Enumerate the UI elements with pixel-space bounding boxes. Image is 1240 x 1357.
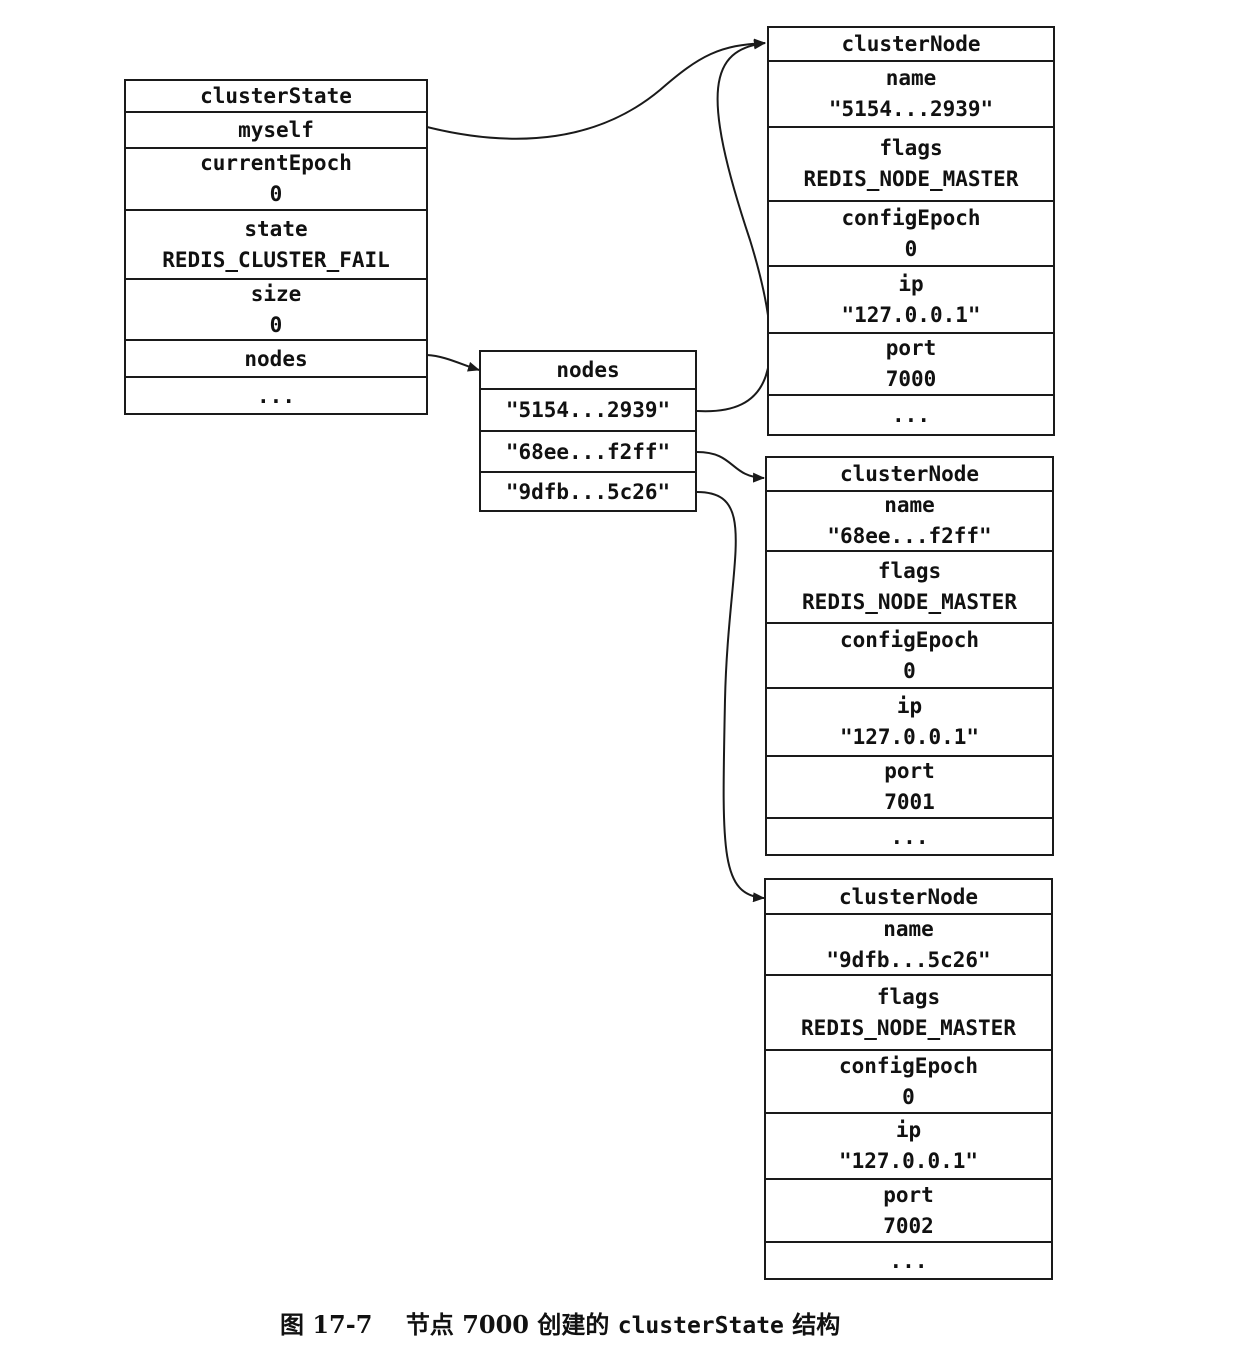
node-config-epoch-cell: configEpoch 0 (766, 1051, 1051, 1114)
node-name-label: name (885, 66, 937, 90)
myself-cell: myself (126, 113, 426, 149)
nodes-pointer-arrow (426, 354, 480, 372)
cluster-node-7000: clusterNode name "5154...2939" flags RED… (767, 26, 1055, 436)
node-flags-label: flags (879, 136, 943, 160)
node-ip-label: ip (895, 1118, 922, 1142)
node-ip-label: ip (896, 694, 923, 718)
node-ip-cell: ip "127.0.0.1" (769, 267, 1053, 334)
state-label: state (244, 216, 308, 241)
cluster-node-title-cell: clusterNode (766, 880, 1051, 915)
state-cell: state REDIS_CLUSTER_FAIL (126, 211, 426, 280)
current-epoch-label: currentEpoch (200, 151, 352, 175)
myself-pointer-arrow (426, 38, 766, 140)
node-flags-cell: flags REDIS_NODE_MASTER (769, 128, 1053, 202)
node-ellipsis-cell: ... (766, 1243, 1051, 1278)
node-flags-value: REDIS_NODE_MASTER (801, 1015, 1016, 1040)
node-port-cell: port 7001 (767, 757, 1052, 819)
nodes-dict-title: nodes (556, 358, 620, 382)
node-config-epoch-value: 0 (904, 236, 918, 261)
cluster-node-title-cell: clusterNode (769, 28, 1053, 62)
nodes-field: nodes (244, 346, 308, 371)
node-port-label: port (884, 759, 935, 783)
node-68ee-pointer-arrow (696, 451, 765, 483)
node-flags-value: REDIS_NODE_MASTER (803, 167, 1019, 191)
node-ip-value: "127.0.0.1" (839, 725, 980, 749)
node-port-value: 7000 (885, 367, 937, 391)
node-5154-pointer-arrow (696, 39, 772, 413)
node-ip-cell: ip "127.0.0.1" (766, 1114, 1051, 1180)
node-config-epoch-cell: configEpoch 0 (769, 202, 1053, 267)
size-cell: size 0 (126, 280, 426, 341)
node-name-value: "9dfb...5c26" (826, 947, 991, 972)
node-config-epoch-value: 0 (903, 658, 916, 683)
nodes-dict-title-cell: nodes (481, 352, 695, 390)
nodes-dict-key: "9dfb...5c26" (505, 479, 671, 504)
node-config-epoch-value: 0 (902, 1084, 915, 1109)
node-ip-value: "127.0.0.1" (838, 1149, 979, 1173)
figure-caption: 图 17-7 节点 7000 创建的 clusterState 结构 (280, 1305, 840, 1340)
node-port-value: 7001 (884, 790, 935, 814)
caption-text-before: 节点 7000 创建的 (405, 1310, 610, 1339)
node-name-label: name (884, 493, 935, 517)
current-epoch-value: 0 (269, 182, 283, 206)
cluster-node-7001: clusterNode name "68ee...f2ff" flags RED… (765, 456, 1054, 856)
node-ellipsis: ... (892, 403, 930, 427)
cluster-node-title: clusterNode (839, 462, 980, 486)
cluster-node-title: clusterNode (841, 32, 981, 56)
node-name-cell: name "5154...2939" (769, 62, 1053, 128)
node-config-epoch-label: configEpoch (839, 627, 980, 652)
node-name-value: "68ee...f2ff" (827, 524, 992, 548)
node-port-label: port (883, 1182, 934, 1207)
node-port-cell: port 7000 (769, 334, 1053, 396)
node-name-value: "5154...2939" (828, 97, 994, 121)
size-label: size (250, 281, 302, 306)
node-flags-label: flags (877, 559, 942, 583)
node-config-epoch-cell: configEpoch 0 (767, 624, 1052, 689)
nodes-dict-key: "68ee...f2ff" (505, 439, 671, 464)
node-port-value: 7002 (883, 1213, 934, 1238)
node-port-label: port (885, 336, 937, 360)
node-ellipsis-cell: ... (769, 396, 1053, 434)
cluster-state-ellipsis: ... (257, 383, 295, 408)
cluster-state-title-cell: clusterState (126, 81, 426, 113)
node-config-epoch-label: configEpoch (841, 205, 981, 230)
node-name-label: name (883, 916, 934, 941)
cluster-state-struct: clusterState myself currentEpoch 0 state… (124, 79, 428, 415)
nodes-dict-key-1: "5154...2939" (481, 390, 695, 432)
current-epoch-cell: currentEpoch 0 (126, 149, 426, 211)
node-9dfb-pointer-arrow (696, 491, 765, 903)
caption-text-after: 结构 (792, 1310, 841, 1339)
node-ip-cell: ip "127.0.0.1" (767, 689, 1052, 757)
nodes-dict-key: "5154...2939" (505, 398, 671, 422)
node-port-cell: port 7002 (766, 1180, 1051, 1243)
node-ip-label: ip (898, 271, 924, 296)
state-value: REDIS_CLUSTER_FAIL (162, 247, 390, 272)
node-name-cell: name "68ee...f2ff" (767, 492, 1052, 552)
cluster-state-title: clusterState (200, 84, 352, 108)
node-name-cell: name "9dfb...5c26" (766, 915, 1051, 976)
caption-code: clusterState (617, 1313, 784, 1339)
node-ellipsis: ... (889, 1248, 928, 1273)
cluster-node-7002: clusterNode name "9dfb...5c26" flags RED… (764, 878, 1053, 1280)
node-flags-value: REDIS_NODE_MASTER (802, 590, 1017, 614)
cluster-node-title: clusterNode (838, 884, 979, 909)
nodes-dict: nodes "5154...2939" "68ee...f2ff" "9dfb.… (479, 350, 697, 512)
node-config-epoch-label: configEpoch (838, 1053, 979, 1078)
figure-number: 图 17-7 (280, 1310, 373, 1339)
size-value: 0 (269, 312, 283, 337)
cluster-state-ellipsis-cell: ... (126, 378, 426, 413)
node-ellipsis: ... (890, 824, 929, 849)
nodes-dict-key-2: "68ee...f2ff" (481, 432, 695, 473)
node-flags-cell: flags REDIS_NODE_MASTER (767, 552, 1052, 624)
node-ip-value: "127.0.0.1" (841, 302, 981, 327)
myself-field: myself (238, 118, 314, 142)
cluster-node-title-cell: clusterNode (767, 458, 1052, 492)
node-ellipsis-cell: ... (767, 819, 1052, 854)
nodes-dict-key-3: "9dfb...5c26" (481, 473, 695, 510)
node-flags-label: flags (876, 984, 941, 1009)
node-flags-cell: flags REDIS_NODE_MASTER (766, 976, 1051, 1051)
nodes-field-cell: nodes (126, 341, 426, 378)
